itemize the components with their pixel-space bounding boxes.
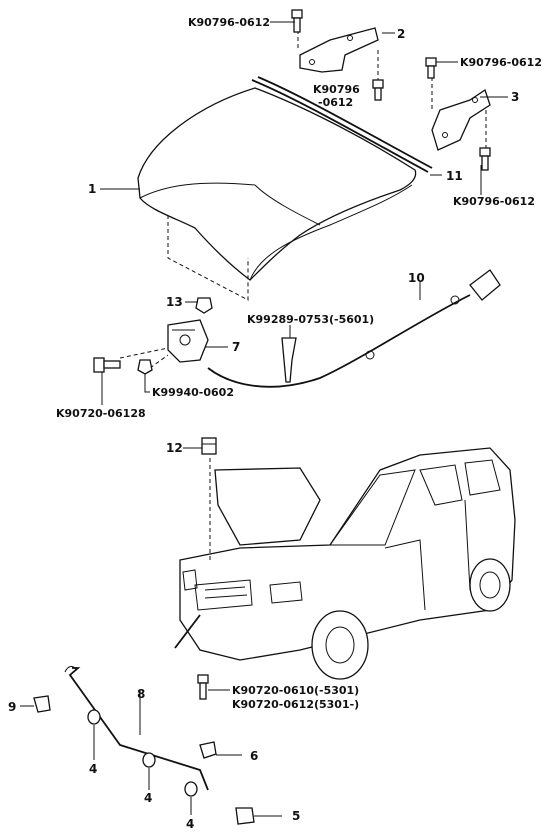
callout-9: 9 [8,700,16,714]
part-number-latch-bolt: K90720-06128 [56,407,146,420]
callout-6: 6 [250,749,258,763]
part-number-stay-bolt: K90720-0610(-5301) [232,684,359,697]
part-number-hinge-bolt: K90796-0612 [453,195,535,208]
bumper-stopper-icon [201,437,217,455]
latch-nut-icon [195,297,213,314]
hood-hinge-left [297,27,379,80]
part-number-clip: K99289-0753(-5601) [247,313,374,326]
callout-13: 13 [166,295,183,309]
callout-4: 4 [186,817,194,831]
stay-grommet-icon [142,752,156,768]
cable-clip-icon [281,337,297,383]
callout-11: 11 [446,169,463,183]
latch-nut-icon [137,359,153,375]
hinge-bolt-icon [425,57,437,79]
hood-panel [137,87,417,281]
callout-3: 3 [511,90,519,104]
part-number-hinge-bolt: K90796-0612 [460,56,542,69]
callout-1: 1 [88,182,96,196]
callout-2: 2 [397,27,405,41]
stay-grommet-icon [87,709,101,725]
stay-bolt-icon [197,674,209,700]
hinge-bolt-icon [291,9,303,33]
callout-4: 4 [89,762,97,776]
hood-latch [119,319,209,369]
latch-bolt-icon [93,357,121,373]
hood-hinge-right [431,70,491,151]
hood-release-cable [207,269,501,388]
part-number-hinge-bolt: -0612 [318,96,353,109]
callout-4: 4 [144,791,152,805]
callout-12: 12 [166,441,183,455]
hinge-bolt-icon [479,147,491,171]
callout-7: 7 [232,340,240,354]
stay-grommet-icon [184,781,198,797]
stay-clamp-icon [199,741,217,759]
part-number-latch-nut: K99940-0602 [152,386,234,399]
callout-10: 10 [408,271,425,285]
vehicle-illustration [174,447,516,680]
stay-holder-icon [33,695,51,713]
hinge-bolt-icon [372,79,384,101]
part-number-stay-bolt: K90720-0612(5301-) [232,698,359,711]
callout-5: 5 [292,809,300,823]
part-number-hinge-bolt: K90796-0612 [188,16,270,29]
stay-clip-icon [235,807,255,825]
hood-weatherstrip [251,76,433,173]
hood-stay-rod [64,666,209,791]
callout-8: 8 [137,687,145,701]
part-number-hinge-bolt: K90796 [313,83,360,96]
